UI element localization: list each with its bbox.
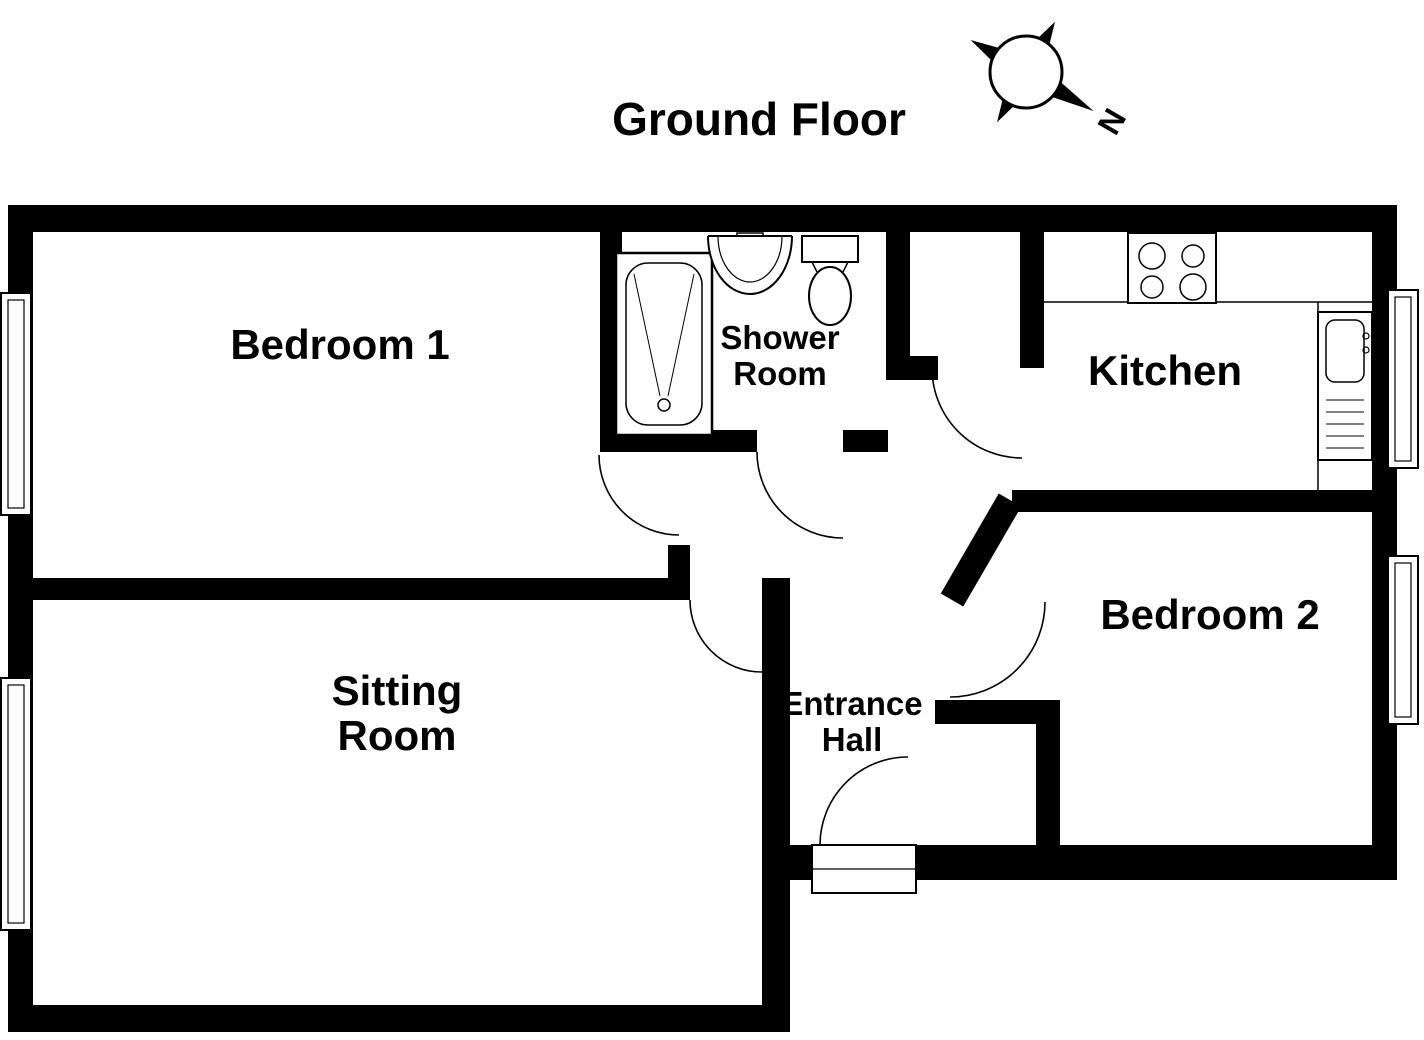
page-title: Ground Floor <box>612 93 906 145</box>
wall-bottom-left <box>8 1005 790 1032</box>
compass-icon: N <box>970 21 1133 141</box>
room-label-entrance-line1: Entrance <box>781 685 923 722</box>
room-label-shower-room: Shower Room <box>677 320 883 391</box>
room-label-bedroom2-text: Bedroom 2 <box>1100 591 1320 638</box>
windows <box>0 289 1419 931</box>
room-label-entrance-line2: Hall <box>821 720 883 758</box>
wall-shower-bottom-right <box>843 430 888 452</box>
wall-divider-bedroom1-sitting <box>8 578 668 600</box>
window-bedroom2 <box>1387 555 1419 725</box>
door-arc-sitting-room <box>689 599 763 673</box>
door-arc-bedroom2 <box>949 601 1046 698</box>
compass-north-label: N <box>1090 102 1133 140</box>
door-arc-entrance <box>819 756 909 846</box>
room-label-kitchen: Kitchen <box>995 347 1335 394</box>
sink-icon <box>1317 311 1373 461</box>
room-label-entrance-hall: Entrance Hall <box>749 686 955 757</box>
basin-icon <box>707 232 793 295</box>
door-arc-shower-room <box>756 451 844 539</box>
wall-top <box>8 205 1397 232</box>
wall-bedroom2-hall-left <box>1036 700 1060 880</box>
compass-circle <box>988 34 1064 110</box>
toilet-icon <box>801 235 859 326</box>
room-label-bedroom2: Bedroom 2 <box>1040 591 1380 638</box>
wall-bedroom2-diagonal <box>940 493 1022 607</box>
bath-icon <box>614 251 714 437</box>
room-label-bedroom1: Bedroom 1 <box>170 321 510 368</box>
room-label-sitting-line2: Room <box>337 712 457 760</box>
wall-sitting-right <box>762 578 790 1032</box>
room-label-bedroom1-text: Bedroom 1 <box>230 321 450 368</box>
doors <box>598 367 1046 894</box>
room-label-sitting-line1: Sitting <box>331 667 463 714</box>
wall-kitchen-left <box>1020 232 1044 368</box>
room-label-shower-line2: Room <box>733 354 827 392</box>
wall-cupboard-stub <box>886 356 938 380</box>
wall-shower-right <box>886 232 910 380</box>
wall-stub-bedroom1-door <box>668 545 690 600</box>
door-arc-kitchen <box>931 367 1023 459</box>
window-bedroom1 <box>0 292 32 516</box>
room-label-sitting-room: Sitting Room <box>227 668 567 759</box>
hob-icon <box>1127 232 1217 304</box>
room-label-shower-line1: Shower <box>720 319 840 356</box>
wall-bottom-right <box>908 845 1397 880</box>
room-label-kitchen-text: Kitchen <box>1087 347 1242 394</box>
wall-kitchen-bedroom2-divider <box>1012 490 1372 512</box>
window-sitting-room <box>0 677 32 931</box>
door-arc-bedroom1 <box>598 454 680 536</box>
window-kitchen <box>1387 289 1419 469</box>
